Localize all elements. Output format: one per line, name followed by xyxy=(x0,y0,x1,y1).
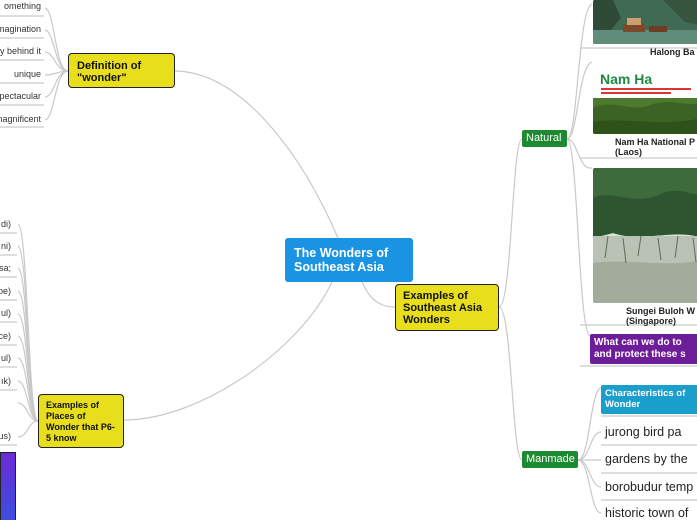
manmade-item[interactable]: gardens by the xyxy=(605,452,688,466)
places-leaf[interactable]: pe) xyxy=(0,286,11,296)
definition-leaf[interactable]: magination xyxy=(0,24,41,34)
manmade-item[interactable]: jurong bird pa xyxy=(605,425,682,439)
nam-ha-photo[interactable]: Nam Ha xyxy=(593,68,697,134)
definition-leaf[interactable]: pectacular xyxy=(0,91,41,101)
sungei-buloh-caption: Sungei Buloh W (Singapore) xyxy=(626,306,695,326)
definition-leaf[interactable]: unique xyxy=(13,69,41,79)
manmade-item[interactable]: borobudur temp xyxy=(605,480,694,494)
nam-ha-caption: Nam Ha National P (Laos) xyxy=(615,137,696,157)
places-leaf[interactable]: ul) xyxy=(0,353,11,363)
characteristics-topic[interactable]: Characteristics of Wonder xyxy=(601,385,697,414)
sungei-buloh-photo[interactable] xyxy=(593,168,697,303)
definition-leaf[interactable]: omething xyxy=(3,1,41,11)
definition-leaf[interactable]: nagnificent xyxy=(0,114,41,124)
protect-question-topic[interactable]: What can we do to and protect these s xyxy=(590,334,697,364)
examples-topic[interactable]: Examples of Southeast Asia Wonders xyxy=(395,284,499,331)
natural-topic[interactable]: Natural xyxy=(522,130,567,147)
nam-ha-image-title: Nam Ha xyxy=(600,71,653,87)
manmade-topic[interactable]: Manmade xyxy=(522,451,578,468)
definition-topic[interactable]: Definition of "wonder" xyxy=(68,53,175,88)
places-leaf[interactable]: sa; xyxy=(0,263,11,273)
places-leaf[interactable]: ık) xyxy=(1,376,11,386)
definition-leaf[interactable]: y behind it xyxy=(0,46,41,56)
places-leaf[interactable]: ul) xyxy=(0,308,11,318)
places-leaf[interactable]: us) xyxy=(0,431,11,441)
places-leaf[interactable]: ni) xyxy=(0,241,11,251)
halong-bay-photo[interactable] xyxy=(593,0,697,44)
manmade-item[interactable]: historic town of xyxy=(605,506,689,520)
places-leaf[interactable]: ce) xyxy=(0,331,11,341)
halong-bay-caption: Halong Ba xyxy=(650,47,695,57)
image-thumbnail[interactable] xyxy=(0,452,16,520)
places-topic[interactable]: Examples of Places of Wonder that P6-5 k… xyxy=(38,394,124,448)
places-leaf[interactable]: di) xyxy=(0,219,11,229)
root-topic[interactable]: The Wonders of Southeast Asia xyxy=(285,238,413,282)
